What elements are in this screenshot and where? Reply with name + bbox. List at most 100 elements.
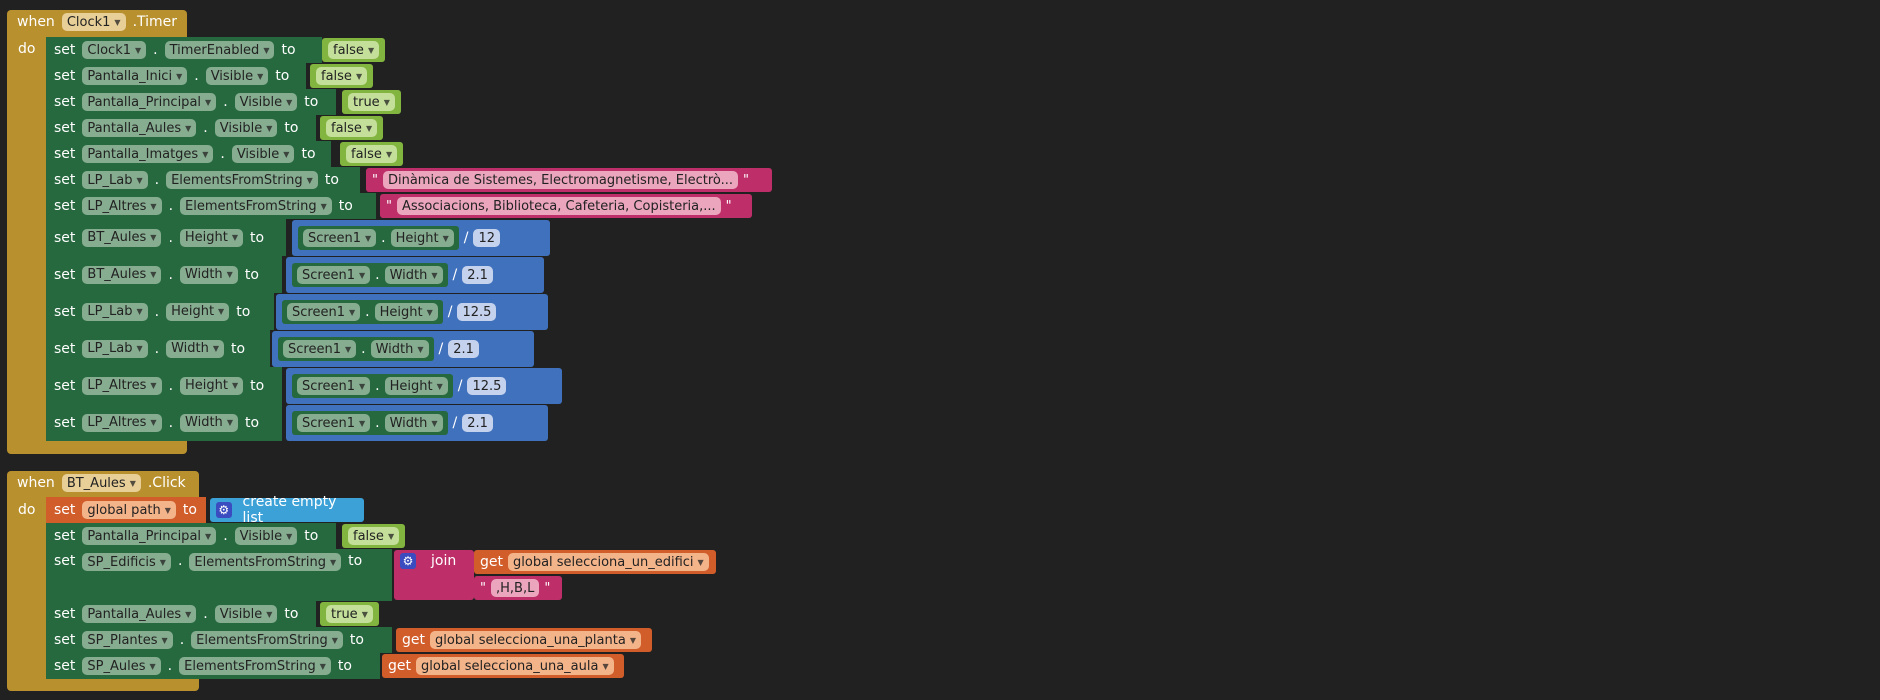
- set-row-4[interactable]: set Pantalla_Aules▼ . Visible▼ to: [46, 115, 316, 141]
- screen-property-getter[interactable]: Screen1▼ . Height▼: [292, 374, 453, 398]
- component-dropdown[interactable]: LP_Altres▼: [82, 413, 162, 432]
- logic-value-block[interactable]: false▼: [342, 524, 406, 548]
- number-field[interactable]: 12.5: [457, 303, 497, 321]
- logic-value-block[interactable]: true▼: [320, 602, 379, 626]
- text-value-block[interactable]: " Associacions, Biblioteca, Cafeteria, C…: [380, 194, 752, 218]
- property-dropdown[interactable]: Height▼: [384, 377, 448, 395]
- math-divide-block[interactable]: Screen1▼ . Height▼ / 12: [292, 220, 550, 256]
- property-dropdown[interactable]: Width▼: [179, 265, 238, 284]
- component-dropdown[interactable]: LP_Lab▼: [82, 171, 148, 189]
- component-dropdown[interactable]: BT_Aules▼: [82, 265, 162, 284]
- text-value-block[interactable]: " Dinàmica de Sistemes, Electromagnetism…: [366, 168, 772, 192]
- set-row-b3[interactable]: set SP_Edificis▼ . ElementsFromString▼ t…: [46, 549, 392, 601]
- property-dropdown[interactable]: Width▼: [370, 340, 429, 358]
- component-dropdown[interactable]: LP_Altres▼: [82, 197, 162, 215]
- set-row-13[interactable]: set LP_Altres▼ . Width▼ to: [46, 404, 282, 441]
- gear-icon[interactable]: ⚙: [216, 502, 232, 518]
- get-variable-block[interactable]: get global selecciona_una_aula▼: [382, 654, 624, 678]
- logic-value-block[interactable]: true▼: [342, 90, 401, 114]
- text-field[interactable]: Associacions, Biblioteca, Cafeteria, Cop…: [396, 197, 721, 215]
- boolean-dropdown[interactable]: true▼: [348, 93, 395, 111]
- set-row-11[interactable]: set LP_Lab▼ . Width▼ to: [46, 330, 270, 367]
- set-row-6[interactable]: set LP_Lab▼ . ElementsFromString▼ to: [46, 167, 360, 193]
- logic-value-block[interactable]: false▼: [340, 142, 404, 166]
- component-dropdown[interactable]: Screen1▼: [287, 303, 361, 321]
- property-dropdown[interactable]: Width▼: [166, 339, 224, 358]
- variable-dropdown[interactable]: global selecciona_una_planta▼: [430, 631, 641, 649]
- get-variable-block[interactable]: get global selecciona_un_edifici▼: [474, 550, 716, 574]
- component-dropdown[interactable]: LP_Lab▼: [82, 339, 148, 358]
- screen-property-getter[interactable]: Screen1▼ . Width▼: [292, 411, 448, 435]
- logic-value-block[interactable]: false▼: [322, 38, 386, 62]
- math-divide-block[interactable]: Screen1▼ . Width▼ / 2.1: [286, 257, 544, 293]
- set-row-b5[interactable]: set SP_Plantes▼ . ElementsFromString▼ to: [46, 627, 392, 653]
- set-row-7[interactable]: set LP_Altres▼ . ElementsFromString▼ to: [46, 193, 376, 219]
- math-divide-block[interactable]: Screen1▼ . Height▼ / 12.5: [276, 294, 548, 330]
- property-dropdown[interactable]: Visible▼: [214, 119, 278, 137]
- create-empty-list-block[interactable]: ⚙ create empty list: [210, 494, 364, 526]
- component-dropdown[interactable]: Pantalla_Inici▼: [82, 67, 188, 85]
- property-dropdown[interactable]: Height▼: [179, 228, 244, 247]
- property-dropdown[interactable]: ElementsFromString▼: [166, 171, 318, 189]
- component-dropdown[interactable]: LP_Altres▼: [82, 376, 162, 395]
- property-dropdown[interactable]: Visible▼: [234, 93, 298, 111]
- set-row-b2[interactable]: set Pantalla_Principal▼ . Visible▼ to: [46, 523, 336, 549]
- number-field[interactable]: 12: [473, 229, 500, 247]
- text-field[interactable]: Dinàmica de Sistemes, Electromagnetisme,…: [382, 171, 739, 189]
- component-dropdown[interactable]: Screen1▼: [297, 377, 371, 395]
- logic-value-block[interactable]: false▼: [320, 116, 384, 140]
- set-row-9[interactable]: set BT_Aules▼ . Width▼ to: [46, 256, 282, 293]
- boolean-dropdown[interactable]: false▼: [348, 527, 400, 545]
- component-dropdown[interactable]: Pantalla_Imatges▼: [82, 145, 214, 163]
- property-dropdown[interactable]: Width▼: [180, 413, 238, 432]
- property-dropdown[interactable]: Height▼: [390, 229, 454, 247]
- variable-dropdown[interactable]: global path▼: [82, 501, 176, 519]
- property-dropdown[interactable]: Height▼: [374, 303, 438, 321]
- join-block[interactable]: ⚙ join: [394, 550, 474, 600]
- set-row-1[interactable]: set Clock1▼ . TimerEnabled▼ to: [46, 37, 322, 63]
- component-dropdown[interactable]: Pantalla_Aules▼: [82, 119, 197, 137]
- component-dropdown[interactable]: Screen1▼: [297, 414, 371, 432]
- component-dropdown[interactable]: SP_Plantes▼: [82, 631, 173, 649]
- number-field[interactable]: 12.5: [467, 377, 507, 395]
- set-row-2[interactable]: set Pantalla_Inici▼ . Visible▼ to: [46, 63, 306, 89]
- property-dropdown[interactable]: Visible▼: [231, 145, 295, 163]
- property-dropdown[interactable]: ElementsFromString▼: [191, 631, 343, 649]
- set-row-5[interactable]: set Pantalla_Imatges▼ . Visible▼ to: [46, 141, 331, 167]
- event1-component-dropdown[interactable]: Clock1▼: [61, 13, 126, 31]
- component-dropdown[interactable]: Screen1▼: [303, 229, 377, 247]
- screen-property-getter[interactable]: Screen1▼ . Width▼: [278, 337, 434, 361]
- component-dropdown[interactable]: Clock1▼: [82, 41, 147, 59]
- property-dropdown[interactable]: Height▼: [166, 302, 230, 321]
- set-row-b4[interactable]: set Pantalla_Aules▼ . Visible▼ to: [46, 601, 316, 627]
- component-dropdown[interactable]: Screen1▼: [297, 266, 371, 284]
- property-dropdown[interactable]: Width▼: [384, 414, 443, 432]
- property-dropdown[interactable]: TimerEnabled▼: [164, 41, 275, 59]
- screen-property-getter[interactable]: Screen1▼ . Height▼: [298, 226, 459, 250]
- boolean-dropdown[interactable]: false▼: [346, 145, 398, 163]
- component-dropdown[interactable]: Pantalla_Aules▼: [82, 605, 197, 623]
- math-divide-block[interactable]: Screen1▼ . Width▼ / 2.1: [286, 405, 548, 441]
- set-row-b6[interactable]: set SP_Aules▼ . ElementsFromString▼ to: [46, 653, 380, 679]
- property-dropdown[interactable]: ElementsFromString▼: [180, 197, 332, 215]
- set-row-8[interactable]: set BT_Aules▼ . Height▼ to: [46, 219, 286, 256]
- set-row-10[interactable]: set LP_Lab▼ . Height▼ to: [46, 293, 274, 330]
- component-dropdown[interactable]: SP_Aules▼: [82, 657, 161, 675]
- gear-icon[interactable]: ⚙: [400, 553, 416, 569]
- variable-dropdown[interactable]: global selecciona_una_aula▼: [416, 657, 614, 675]
- math-divide-block[interactable]: Screen1▼ . Height▼ / 12.5: [286, 368, 562, 404]
- boolean-dropdown[interactable]: true▼: [326, 605, 373, 623]
- logic-value-block[interactable]: false▼: [310, 64, 374, 88]
- component-dropdown[interactable]: Screen1▼: [283, 340, 357, 358]
- math-divide-block[interactable]: Screen1▼ . Width▼ / 2.1: [272, 331, 534, 367]
- property-dropdown[interactable]: Visible▼: [234, 527, 298, 545]
- set-global-path-row[interactable]: set global path▼ to: [46, 497, 206, 523]
- property-dropdown[interactable]: Width▼: [384, 266, 443, 284]
- component-dropdown[interactable]: SP_Edificis▼: [82, 553, 171, 571]
- set-row-3[interactable]: set Pantalla_Principal▼ . Visible▼ to: [46, 89, 336, 115]
- screen-property-getter[interactable]: Screen1▼ . Width▼: [292, 263, 448, 287]
- component-dropdown[interactable]: BT_Aules▼: [82, 228, 162, 247]
- component-dropdown[interactable]: LP_Lab▼: [82, 302, 148, 321]
- boolean-dropdown[interactable]: false▼: [326, 119, 378, 137]
